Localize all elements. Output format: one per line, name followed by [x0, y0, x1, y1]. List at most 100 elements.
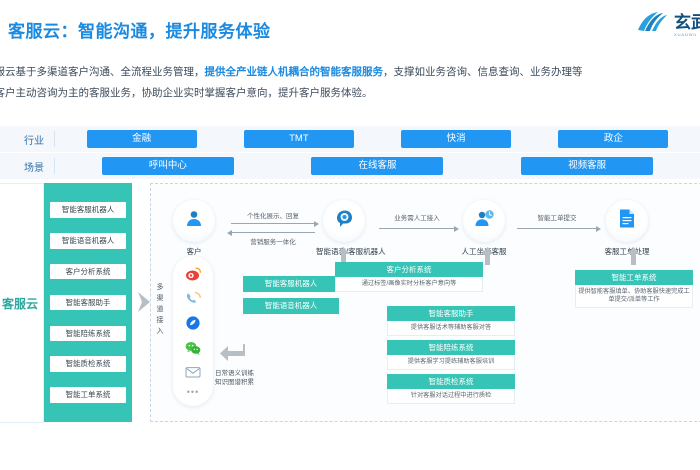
agent-circle: [463, 200, 505, 242]
module-desc: 提供客服学习提练辅助客服培训: [387, 354, 515, 370]
customer-label: 客户: [186, 247, 202, 256]
scenario-chip-list: 呼叫中心 在线客服 视频客服: [55, 157, 700, 175]
wechat-icon[interactable]: [184, 339, 202, 357]
module-desc: 通过标签/画像实时分析客户意向等: [335, 276, 483, 292]
flow-container: 客户 智能语音/客服机器人: [150, 183, 700, 422]
bot-label: 智能语音/客服机器人: [316, 247, 386, 256]
logo-wordmark: 玄武 XUANWU: [674, 14, 700, 37]
row-divider: [54, 131, 55, 147]
more-dots-icon[interactable]: •••: [186, 386, 200, 397]
left-panel: 客服云: [0, 183, 44, 423]
logo-cn-text: 玄武: [674, 13, 700, 32]
flow-node-ticket: 客服工单处理: [599, 200, 655, 257]
module-desc: 提供智能客服填单、协助客服快速完成工单提交/派单等工作: [575, 284, 693, 308]
desc-post: ，支撑如业务咨询、信息查询、业务办理等: [383, 66, 583, 78]
industry-row: 行业 金融 TMT 快消 政企: [0, 126, 700, 152]
description-line-1: 客服云基于多渠道客户沟通、全流程业务管理，提供全产业链人机耦合的智能客服服务，支…: [0, 62, 700, 82]
module-title: 智能客服机器人: [243, 276, 339, 292]
scenario-row-label: 场景: [24, 162, 44, 174]
scenario-chip[interactable]: 视频客服: [521, 157, 654, 175]
capability-item[interactable]: 智能语音机器人: [50, 233, 126, 249]
customer-circle: [173, 200, 215, 242]
phone-call-icon[interactable]: [184, 290, 202, 308]
flow-node-bot: 智能语音/客服机器人: [316, 200, 386, 257]
module-title: 智能语音机器人: [243, 298, 339, 314]
page-title: 客服云：智能沟通，提升服务体验: [8, 22, 271, 41]
channel-vertical-label: 多渠道接入: [156, 284, 164, 335]
module-desc: 针对客服对话过程中进行质检: [387, 388, 515, 404]
capability-item[interactable]: 智能工单系统: [50, 387, 126, 403]
email-icon[interactable]: [184, 363, 202, 381]
module-title: 客户分析系统: [335, 262, 483, 277]
ticket-label: 客服工单处理: [604, 247, 650, 256]
module-bot-voice[interactable]: 智能语音机器人: [243, 298, 339, 314]
headset-agent-icon: [473, 209, 495, 234]
arrowhead-right-icon: [454, 225, 459, 232]
logo-wave-icon: [636, 10, 670, 41]
ticket-circle: [606, 200, 648, 242]
industry-chip[interactable]: 金融: [86, 130, 197, 148]
capability-item[interactable]: 客户分析系统: [50, 263, 126, 280]
module-quality[interactable]: 智能质检系统 针对客服对话过程中进行质检: [387, 374, 515, 404]
channel-list: •••: [173, 256, 213, 406]
arrowhead-right-icon: [314, 220, 319, 227]
module-title: 智能客服助手: [387, 306, 515, 321]
architecture-diagram: 客服云 智能客服机器人 智能语音机器人 客户分析系统 智能客服助手 智能陪练系统…: [0, 180, 700, 426]
arrowhead-left-icon: [227, 229, 232, 236]
capability-item[interactable]: 智能质检系统: [50, 356, 126, 372]
logo-en-text: XUANWU: [674, 32, 698, 37]
connector-bot-agent: 业务需人工接入: [375, 212, 459, 234]
capability-item[interactable]: 智能客服机器人: [50, 202, 126, 218]
user-icon: [184, 209, 204, 234]
training-note: 日常语义训练 知识图谱积累: [215, 369, 254, 387]
training-note-line2: 知识图谱积累: [215, 379, 254, 386]
description-line-2: 以客户主动咨询为主的客服业务，协助企业实时掌握客户意向，提升客户服务体验。: [0, 87, 373, 99]
module-title: 智能质检系统: [387, 374, 515, 389]
module-title: 智能陪练系统: [387, 340, 515, 355]
connector-label-bottom: 营销服务一体化: [250, 239, 296, 246]
connector-label: 智能工单提交: [537, 215, 577, 222]
capability-item[interactable]: 智能陪练系统: [50, 325, 126, 342]
desc-highlight: 提供全产业链人机耦合的智能客服服务: [204, 66, 384, 78]
desc-pre: 客服云基于多渠道客户沟通、全流程业务管理，: [0, 66, 205, 78]
module-bot-service[interactable]: 智能客服机器人: [243, 276, 339, 292]
connector-customer-bot: 个性化展示、回复 营销服务一体化: [227, 210, 319, 246]
module-title: 智能工单系统: [575, 270, 693, 285]
industry-row-label: 行业: [24, 135, 44, 147]
module-desc: 提供客服话术等辅助客服对答: [387, 320, 515, 336]
description-paragraph: 客服云基于多渠道客户沟通、全流程业务管理，提供全产业链人机耦合的智能客服服务，支…: [0, 62, 700, 103]
industry-chip[interactable]: 政企: [558, 130, 669, 148]
brand-logo: 玄武 XUANWU: [636, 10, 700, 41]
connector-line: [231, 223, 315, 224]
module-customer-analysis[interactable]: 客户分析系统 通过标签/画像实时分析客户意向等: [335, 262, 483, 292]
module-ticket-system[interactable]: 智能工单系统 提供智能客服填单、协助客服快速完成工单提交/派单等工作: [575, 270, 693, 308]
module-training[interactable]: 智能陪练系统 提供客服学习提练辅助客服培训: [387, 340, 515, 370]
up-arrow-icon: [337, 247, 350, 265]
down-left-arrow-icon: [219, 342, 245, 364]
robot-head-icon: [333, 208, 355, 235]
industry-chip[interactable]: TMT: [243, 130, 354, 148]
connector-line: [379, 228, 455, 229]
connector-line: [517, 228, 597, 229]
connector-label-top: 个性化展示、回复: [247, 213, 299, 220]
flow-chevron-icon: [136, 290, 152, 314]
weibo-icon[interactable]: [184, 265, 202, 283]
industry-chip-list: 金融 TMT 快消 政企: [55, 130, 700, 148]
up-arrow-icon: [481, 247, 494, 265]
connector-label: 业务需人工接入: [394, 215, 440, 222]
industry-chip[interactable]: 快消: [401, 130, 512, 148]
training-note-line1: 日常语义训练: [215, 370, 254, 377]
capability-item[interactable]: 智能客服助手: [50, 294, 126, 311]
bot-circle: [323, 200, 365, 242]
app-circle-icon[interactable]: [184, 314, 202, 332]
connector-line: [231, 232, 315, 233]
module-assistant[interactable]: 智能客服助手 提供客服话术等辅助客服对答: [387, 306, 515, 336]
scenario-chip[interactable]: 呼叫中心: [101, 157, 234, 175]
capability-column: 智能客服机器人 智能语音机器人 客户分析系统 智能客服助手 智能陪练系统 智能质…: [44, 183, 132, 422]
left-panel-label: 客服云: [1, 296, 38, 311]
flow-node-customer: 客户: [166, 200, 222, 257]
scenario-chip[interactable]: 在线客服: [311, 157, 444, 175]
scenario-row: 场景 呼叫中心 在线客服 视频客服: [0, 153, 700, 179]
document-icon: [618, 208, 636, 234]
